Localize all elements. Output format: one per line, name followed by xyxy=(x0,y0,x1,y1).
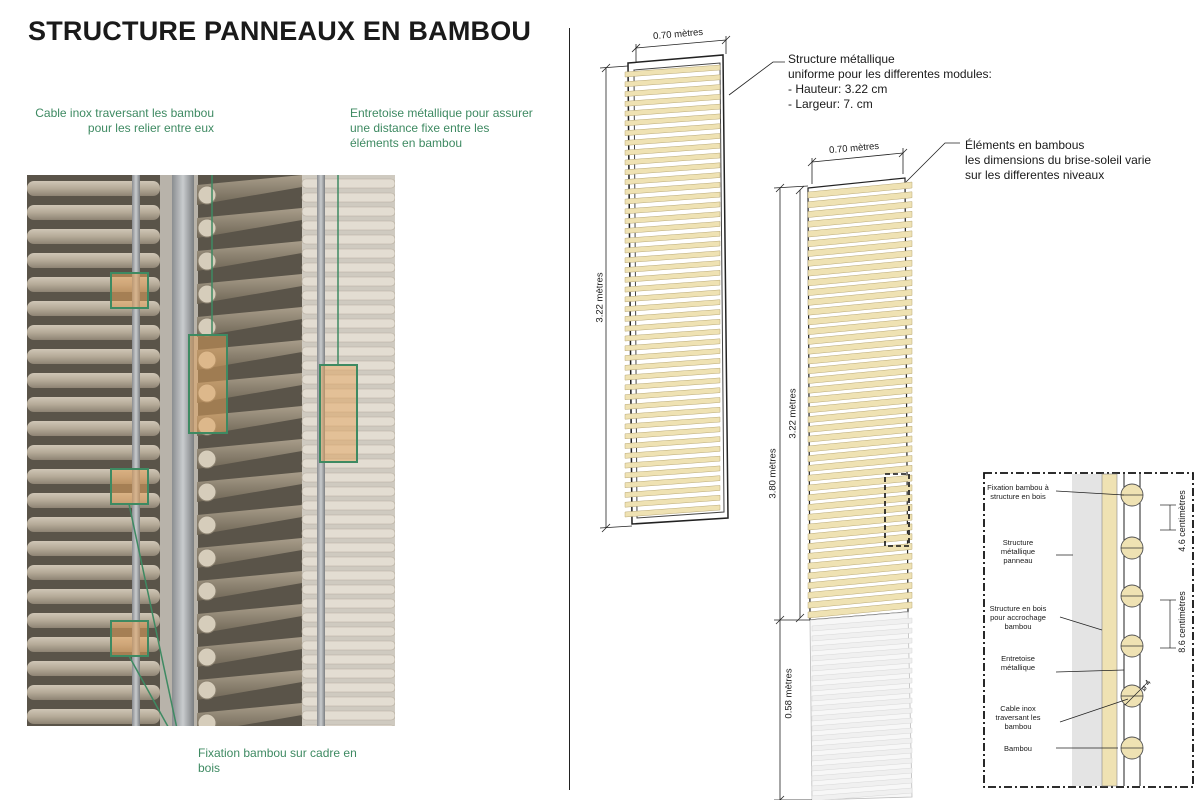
panel1-height-dim: 3.22 mètres xyxy=(594,272,606,323)
page-title: STRUCTURE PANNEAUX EN BAMBOU xyxy=(28,16,532,46)
bamboo-photo xyxy=(27,175,395,726)
detail-label-bambou: Bambou xyxy=(1004,744,1032,753)
divider xyxy=(569,28,570,790)
panel2-lower-dim: 0.58 mètres xyxy=(783,668,795,719)
panel2-inner-height-dim: 3.22 mètres xyxy=(787,388,799,439)
detail-dim-4-6: 4.6 centimètres xyxy=(1177,490,1187,552)
detail-dim-8-6: 8.6 centimètres xyxy=(1177,591,1187,653)
panel2-total-height-dim: 3.80 mètres xyxy=(767,448,779,499)
